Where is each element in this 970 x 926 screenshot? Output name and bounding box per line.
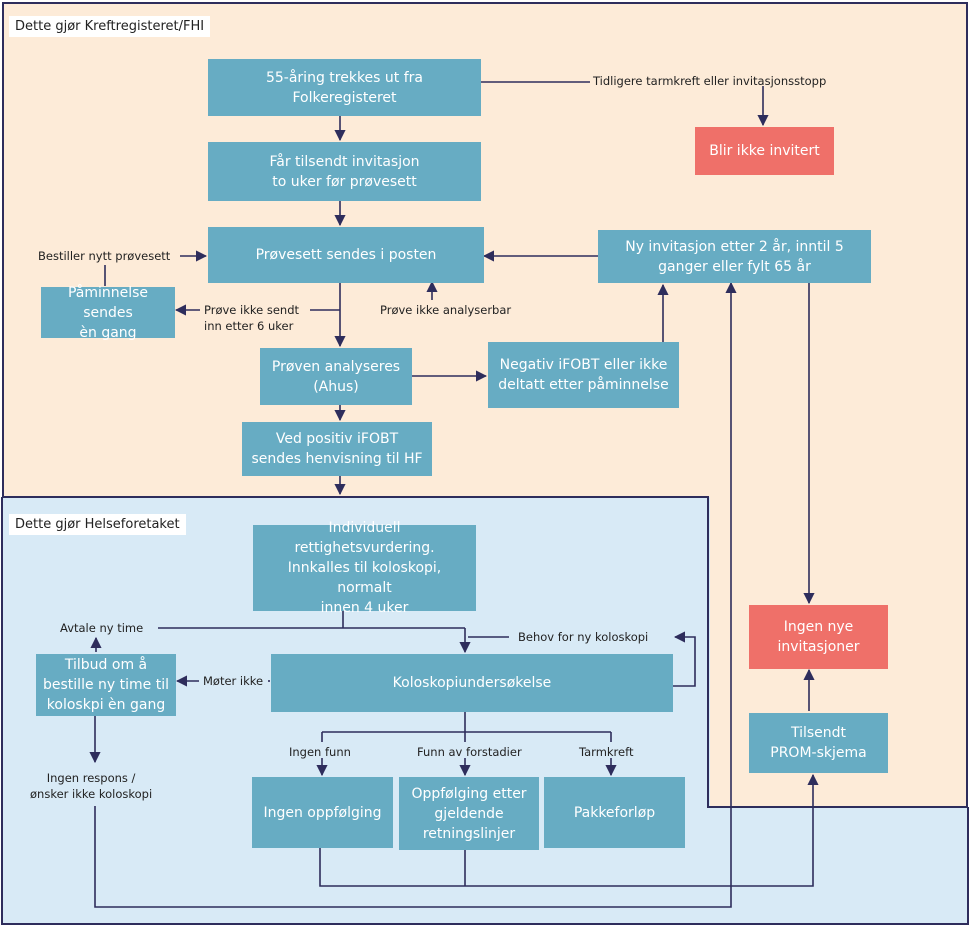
label-avtale: Avtale ny time: [58, 620, 146, 636]
label-ikke-sendt: Prøve ikke sendt inn etter 6 uker: [204, 303, 300, 333]
helseforetaket-border: [1, 497, 969, 925]
arrow-to-prom: [319, 773, 819, 887]
box-prom: Tilsendt PROM-skjema: [749, 713, 888, 773]
box-provesett: Prøvesett sendes i posten: [208, 227, 484, 283]
label-bestiller: Bestiller nytt prøvesett: [38, 249, 171, 263]
box-ny-invitasjon: Ny invitasjon etter 2 år, inntil 5 gange…: [598, 230, 871, 283]
box-trekkes: 55-åring trekkes ut fra Folkeregisteret: [208, 59, 481, 116]
box-tilbud: Tilbud om å bestille ny time til koloskp…: [36, 654, 176, 716]
box-koloskopi: Koloskopiundersøkelse: [271, 654, 673, 712]
box-invitasjon: Får tilsendt invitasjon to uker før prøv…: [208, 142, 481, 201]
box-pakkeforlop: Pakkeforløp: [544, 777, 685, 848]
label-tarmkreft: Tarmkreft: [579, 745, 634, 759]
box-analyseres: Prøven analyseres (Ahus): [260, 348, 412, 405]
label-tidligere: Tidligere tarmkreft eller invitasjonssto…: [593, 74, 827, 88]
arrow-ingen-respons-to-ny-invitasjon: [94, 281, 737, 908]
label-ingen-respons: Ingen respons / ønsker ikke koloskopi: [30, 771, 153, 801]
region-label-kreftregisteret: Dette gjør Kreftregisteret/FHI: [9, 16, 211, 37]
box-rettighet: Individuell rettighetsvurdering. Innkall…: [253, 520, 476, 616]
box-paminnelse: Påminnelse sendes èn gang: [41, 285, 175, 341]
helseforetaket-region-extension: [708, 806, 968, 924]
label-ingen-funn: Ingen funn: [289, 745, 351, 759]
label-moter-ikke: Møter ikke: [203, 674, 264, 688]
box-ingen-nye: Ingen nye invitasjoner: [749, 605, 888, 669]
label-behov: Behov for ny koloskopi: [516, 629, 651, 645]
box-ikke-invitert: Blir ikke invitert: [695, 127, 834, 175]
box-positiv: Ved positiv iFOBT sendes henvisning til …: [242, 422, 432, 476]
box-oppfolging-etter: Oppfølging etter gjeldende retningslinje…: [399, 777, 539, 850]
box-negativ: Negativ iFOBT eller ikke deltatt etter p…: [488, 342, 679, 408]
region-label-helseforetaket: Dette gjør Helseforetaket: [9, 514, 186, 535]
label-forstadier: Funn av forstadier: [417, 745, 522, 759]
label-ikke-analyserbar: Prøve ikke analyserbar: [380, 303, 512, 317]
arrow-behov-loop: [673, 631, 696, 687]
box-ingen-oppfolging: Ingen oppfølging: [252, 777, 393, 848]
